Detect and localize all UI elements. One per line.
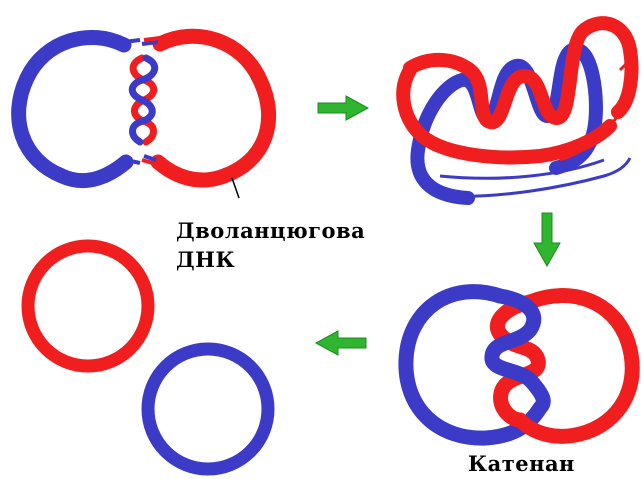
arrow-down-icon [533,212,561,268]
catenane-red-ring [512,288,640,444]
dna-label: Дволанцюгова ДНК [176,216,365,274]
dna-label-line1: Дволанцюгова [176,218,366,243]
supercoil-red-lower [396,63,617,165]
arrow-right-icon [317,95,370,121]
supercoiled-intermediate [396,16,639,205]
catenane-blue-coil [484,288,551,416]
separated-dna-rings [21,239,275,476]
middle-coil-blue [128,54,159,146]
left-blue-ring [11,30,134,188]
catenane-blue-ring [398,284,548,446]
bottom-thin-strands-red [141,158,157,166]
separated-blue-ring [141,342,275,476]
supercoil-red [403,16,639,129]
process-arrows [314,95,561,356]
supercoil-blue [410,42,603,205]
catenane-label: Катенан [468,451,575,476]
pointer-line [231,177,240,199]
top-thin-strands [123,38,159,46]
catenane-structure [398,284,640,446]
arrow-left-icon [314,330,367,356]
supercoil-thin-blue [439,157,632,198]
right-red-ring [150,28,276,188]
supercoil-thin-red [559,58,632,162]
catenane-red-coil [490,294,546,428]
dna-label-line2: ДНК [176,247,236,272]
replicating-dna-rings [11,28,276,199]
bottom-thin-strands [125,154,157,165]
separated-red-ring [21,239,155,373]
top-thin-strands-red [143,36,161,42]
